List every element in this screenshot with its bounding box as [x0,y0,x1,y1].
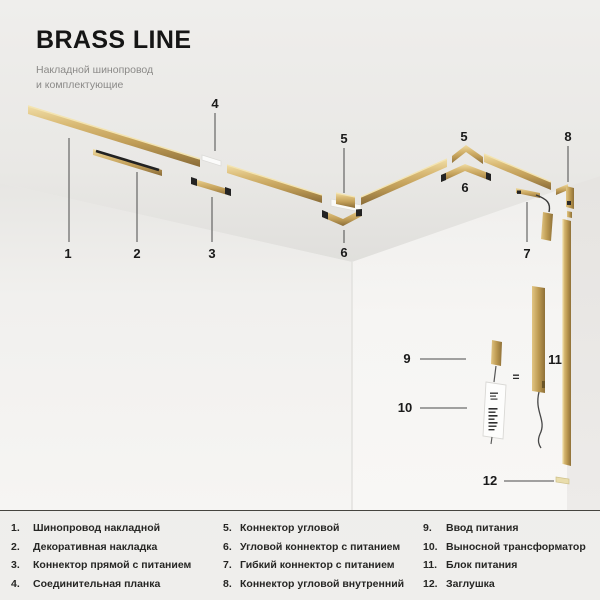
legend-item-8: 8. Коннектор угловой внутренний [223,575,423,594]
track-segment-3 [360,158,448,205]
legend-label: Ввод питания [446,522,519,535]
legend-num: 11. [423,559,438,572]
callout-1: 1 [64,246,71,261]
legend-label: Гибкий коннектор с питанием [240,559,395,572]
legend-column-1: 1. Шинопровод накладной 2. Декоративная … [11,519,223,600]
legend-item-4: 4. Соединительная планка [11,575,223,594]
callout-12: 12 [483,473,497,488]
track-segment-4 [483,153,552,190]
legend-label: Коннектор угловой внутренний [240,578,405,591]
power-input [491,340,502,383]
legend-label: Шинопровод накладной [33,522,161,535]
legend-num: 8. [223,578,232,591]
legend-label: Блок питания [446,559,518,572]
legend-item-5: 5. Коннектор угловой [223,519,423,538]
callout-lines [68,113,569,482]
angular-power-connector-right [441,164,491,182]
callout-2: 2 [133,246,140,261]
header: BRASS LINE Накладной шинопровод и компле… [36,26,191,93]
wall-track-vertical [562,219,571,466]
legend-column-2: 5. Коннектор угловой 6. Угловой коннекто… [223,519,423,600]
remote-transformer [482,381,507,445]
legend-item-3: 3. Коннектор прямой с питанием [11,556,223,575]
far-right-wall-plane [567,176,600,510]
legend-item-9: 9. Ввод питания [423,519,600,538]
right-wall-plane [352,187,567,510]
power-cable [537,391,543,449]
legend-num: 5. [223,522,232,535]
legend-label: Угловой коннектор с питанием [240,540,401,553]
legend-label: Коннектор прямой с питанием [33,559,192,572]
legend-num: 7. [223,559,232,572]
track-segment-2 [226,164,323,203]
callout-5b: 5 [460,129,467,144]
legend-num: 1. [11,522,20,535]
corner-connector-peak [452,145,483,164]
legend-item-6: 6. Угловой коннектор с питанием [223,538,423,557]
inner-corner-connector [556,184,574,218]
legend-item-2: 2. Декоративная накладка [11,538,223,557]
scene-illustration: 1 2 3 4 5 5 6 6 7 8 9 10 11 12 = [0,0,600,510]
legend-num: 6. [223,540,232,553]
callout-8: 8 [564,129,571,144]
legend-item-11: 11. Блок питания [423,556,600,575]
legend-item-1: 1. Шинопровод накладной [11,519,223,538]
callout-11: 11 [548,352,562,367]
callout-labels: 1 2 3 4 5 5 6 6 7 8 9 10 11 12 = [64,96,571,488]
ceiling-plane [0,0,600,262]
legend-item-12: 12. Заглушка [423,575,600,594]
callout-4: 4 [211,96,219,111]
straight-power-connector [191,177,231,196]
callout-3: 3 [208,246,215,261]
legend-num: 2. [11,540,20,553]
subtitle-line-2: и комплектующие [36,79,124,91]
flex-cable [535,194,551,213]
power-supply-unit [532,286,545,449]
joining-plate [201,154,222,167]
callout-5a: 5 [340,131,347,146]
legend-num: 12. [423,578,438,591]
legend-label: Соединительная планка [33,578,161,591]
legend-num: 9. [423,522,432,535]
callout-6a: 6 [340,245,347,260]
angular-power-connector-left [322,209,362,226]
legend-num: 4. [11,578,20,591]
legend-label: Заглушка [446,578,495,591]
legend-label: Выносной трансформатор [446,540,586,553]
subtitle-line-1: Накладной шинопровод [36,64,154,76]
callout-7: 7 [523,246,530,261]
decorative-cover [93,149,162,176]
end-cap [555,476,570,485]
legend-item-10: 10. Выносной трансформатор [423,538,600,557]
track-surface-mounted [27,105,201,167]
callout-10: 10 [398,400,412,415]
page-title: BRASS LINE [36,26,192,54]
legend-num: 10. [423,540,438,553]
callout-9: 9 [403,351,410,366]
callout-6b: 6 [461,180,468,195]
legend-column-3: 9. Ввод питания 10. Выносной трансформат… [423,519,600,600]
page-subtitle: Накладной шинопровод и комплектующие [36,63,191,93]
legend: 1. Шинопровод накладной 2. Декоративная … [0,510,600,600]
legend-num: 3. [11,559,20,572]
equals-sign: = [512,370,519,384]
legend-label: Коннектор угловой [240,522,340,535]
legend-item-7: 7. Гибкий коннектор с питанием [223,556,423,575]
legend-label: Декоративная накладка [33,540,158,553]
left-wall-plane [0,183,352,510]
flexible-power-connector [516,188,553,241]
